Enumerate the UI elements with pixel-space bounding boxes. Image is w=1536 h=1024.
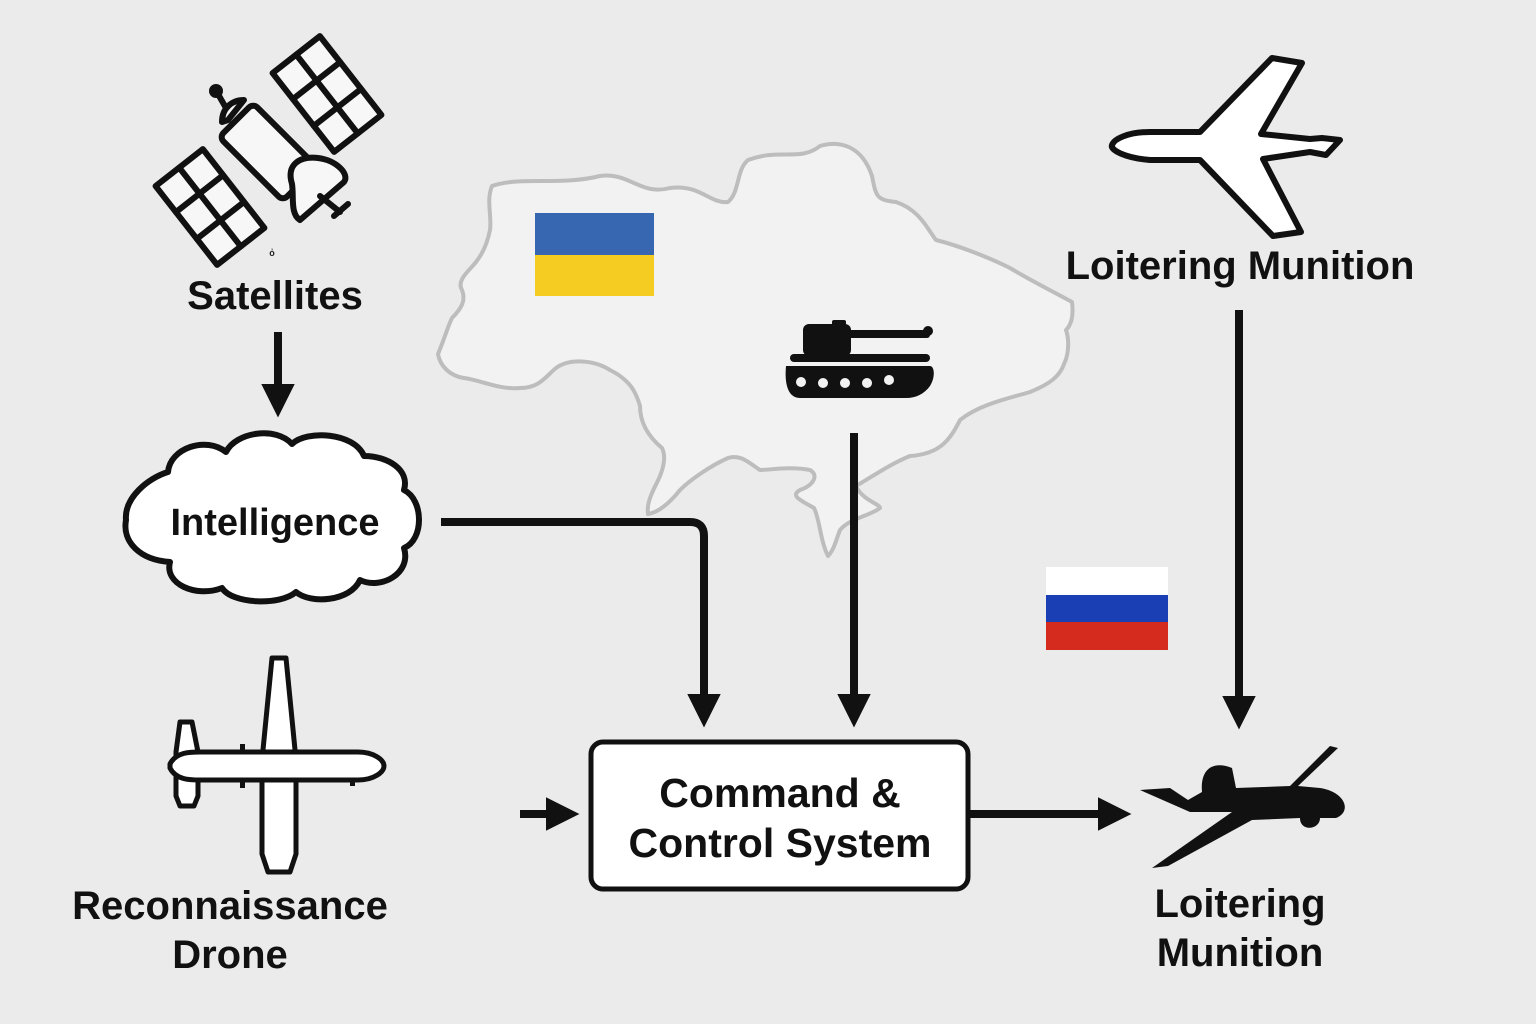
intelligence-label: Intelligence xyxy=(170,502,380,544)
ukraine-map-outline xyxy=(436,141,1075,558)
satellites-label: Satellites xyxy=(187,274,363,318)
c2-label-line2: Control System xyxy=(628,820,932,867)
satellite-icon xyxy=(152,33,385,268)
intelligence-cloud-shape xyxy=(122,430,422,605)
loitering-munition-bottom-label: Loitering Munition xyxy=(1100,880,1380,978)
arrow-intelligence-to-c2 xyxy=(441,518,721,728)
plane-outline-icon xyxy=(1108,55,1343,239)
recon-drone-label: Reconnaissance Drone xyxy=(40,882,420,980)
loitering-munition-top-label: Loitering Munition xyxy=(1065,244,1415,288)
c2-label: Command & Control System xyxy=(592,768,968,868)
russia-flag-icon xyxy=(1046,567,1168,650)
loitering-drone-silhouette-icon xyxy=(1140,746,1345,868)
loitering-munition-bottom-label-line2: Munition xyxy=(1156,930,1324,975)
c2-label-line1: Command & xyxy=(659,770,901,816)
ukraine-flag-icon xyxy=(535,213,654,296)
satellite-glyph: ὀ xyxy=(269,248,275,258)
recon-drone-icon xyxy=(167,655,387,875)
loitering-munition-bottom-label-line1: Loitering xyxy=(1154,882,1326,926)
recon-drone-label-line1: Reconnaissance xyxy=(72,884,388,928)
tank-icon xyxy=(785,320,934,398)
c2-box xyxy=(588,739,971,892)
recon-drone-label-line2: Drone xyxy=(172,932,288,977)
